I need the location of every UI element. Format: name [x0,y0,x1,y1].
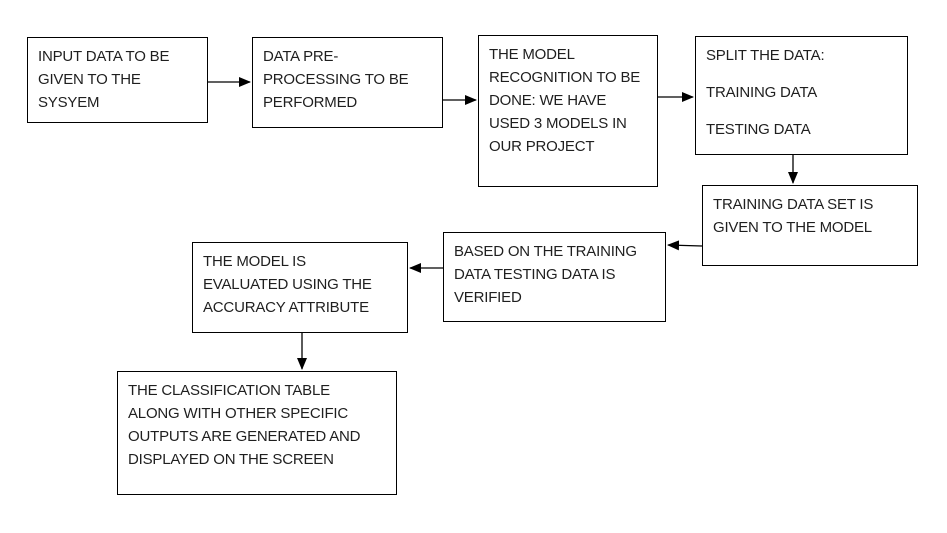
box-text-line: TRAINING DATA SET IS [713,196,874,213]
flow-box-preprocessing: DATA PRE- PROCESSING TO BE PERFORMED [252,37,443,128]
box-text-line: DATA PRE- [263,48,339,65]
box-text-line: DONE: WE HAVE [489,92,607,109]
box-text-line: THE MODEL [489,46,575,63]
box-text-line: GIVEN TO THE [38,71,141,88]
flow-box-split-data: SPLIT THE DATA: TRAINING DATA TESTING DA… [695,36,908,155]
box-text-line: RECOGNITION TO BE [489,69,641,86]
box-text-line: ACCURACY ATTRIBUTE [203,299,369,316]
box-text-line: USED 3 MODELS IN [489,115,627,132]
box-text-line: DISPLAYED ON THE SCREEN [128,451,334,468]
box-text-line: TESTING DATA [706,121,811,138]
box-text-line: GIVEN TO THE MODEL [713,219,872,236]
box-text-line: SYSYEM [38,94,100,111]
flow-box-model-evaluated: THE MODEL IS EVALUATED USING THE ACCURAC… [192,242,408,333]
box-text-line: PERFORMED [263,94,358,111]
box-text-line: OUTPUTS ARE GENERATED AND [128,428,361,445]
flow-box-training-given: TRAINING DATA SET IS GIVEN TO THE MODEL [702,185,918,266]
box-text-line: DATA TESTING DATA IS [454,266,616,283]
box-text-line: THE MODEL IS [203,253,306,270]
box-text-line: TRAINING DATA [706,84,818,101]
flow-box-testing-verified: BASED ON THE TRAINING DATA TESTING DATA … [443,232,666,322]
box-text-line: ALONG WITH OTHER SPECIFIC [128,405,349,422]
box-text-line: INPUT DATA TO BE [38,48,170,65]
box-text-line: BASED ON THE TRAINING [454,243,637,260]
box-text-line: VERIFIED [454,289,522,306]
flow-box-output-displayed: THE CLASSIFICATION TABLE ALONG WITH OTHE… [117,371,397,495]
box-text-line: EVALUATED USING THE [203,276,372,293]
box-text-line: PROCESSING TO BE [263,71,409,88]
box-text-line: SPLIT THE DATA: [706,47,825,64]
flow-box-model-recognition: THE MODEL RECOGNITION TO BE DONE: WE HAV… [478,35,658,187]
flow-box-input-data: INPUT DATA TO BE GIVEN TO THE SYSYEM [27,37,208,123]
arrow-training-to-verified [667,240,703,251]
box-text-line: THE CLASSIFICATION TABLE [128,382,330,399]
box-text-line: OUR PROJECT [489,138,595,155]
